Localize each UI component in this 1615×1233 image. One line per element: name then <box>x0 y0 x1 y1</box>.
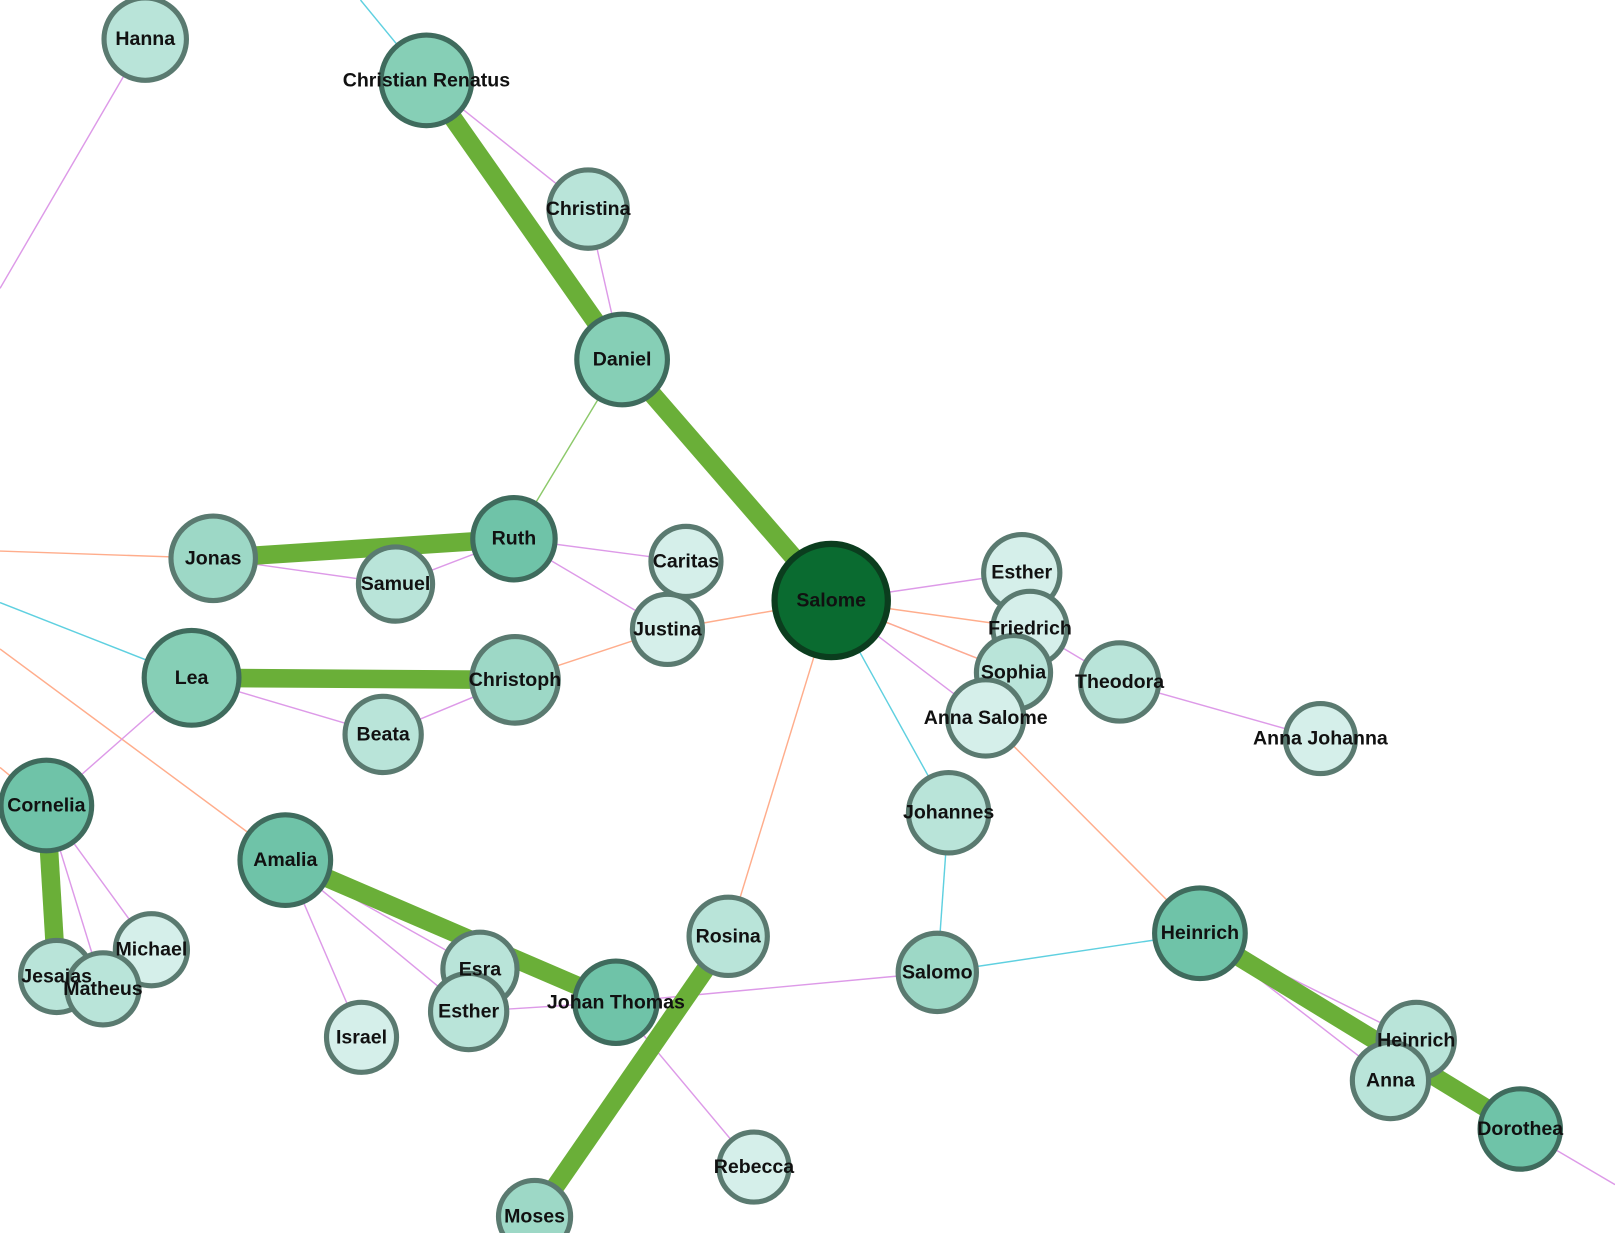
graph-node[interactable] <box>469 634 561 726</box>
graph-node[interactable] <box>905 769 992 856</box>
node-label: Amalia <box>253 849 317 871</box>
node-label: Salome <box>796 590 866 612</box>
node-label: Johan Thomas <box>547 991 685 1013</box>
node-label: Johannes <box>903 802 994 824</box>
node-label: Esther <box>438 1001 499 1023</box>
node-label: Justina <box>633 618 702 640</box>
node-label: Heinrich <box>1161 922 1239 944</box>
node-label: Beata <box>357 723 410 745</box>
node-label: Sophia <box>981 662 1046 684</box>
edge-strong <box>526 931 736 1222</box>
node-label: Anna <box>1366 1070 1415 1092</box>
edge-strong <box>191 668 516 690</box>
graph-node[interactable] <box>355 544 436 624</box>
node-label: Rosina <box>696 925 761 947</box>
graph-node[interactable] <box>629 591 706 667</box>
edge-offscreen <box>0 38 146 289</box>
graph-node[interactable] <box>64 950 142 1028</box>
edge-offscreen <box>0 648 286 861</box>
graph-node[interactable] <box>574 311 670 408</box>
edge-strong <box>281 851 620 1011</box>
node-label: Christian Renatus <box>343 69 511 91</box>
graph-node[interactable] <box>141 627 242 728</box>
graph-node[interactable] <box>1477 1086 1563 1172</box>
edge-strong <box>418 75 630 365</box>
graph-node[interactable] <box>1349 1039 1432 1122</box>
node-label: Matheus <box>63 978 142 1000</box>
graph-node[interactable] <box>378 32 475 129</box>
node-label: Esra <box>459 958 502 980</box>
graph-node[interactable] <box>342 693 424 776</box>
edge-pink <box>615 971 938 1003</box>
node-label: Christoph <box>469 669 561 691</box>
graph-node[interactable] <box>101 0 189 83</box>
graph-node[interactable] <box>323 999 400 1075</box>
graph-node[interactable] <box>168 513 259 604</box>
graph-node[interactable] <box>716 1129 792 1205</box>
graph-node[interactable] <box>648 523 724 599</box>
edge-strong <box>212 529 515 568</box>
graph-node[interactable] <box>1282 700 1359 777</box>
graph-node[interactable] <box>895 930 979 1015</box>
edge-strong <box>1195 925 1526 1137</box>
node-label: Rebecca <box>714 1156 795 1178</box>
node-label: Christina <box>546 198 631 220</box>
node-label: Hanna <box>115 28 175 50</box>
graph-node[interactable] <box>572 958 660 1047</box>
graph-node[interactable] <box>686 894 770 979</box>
edge-orange <box>985 717 1201 934</box>
graph-node[interactable] <box>470 494 558 583</box>
node-label: Moses <box>504 1206 565 1228</box>
node-label: Jonas <box>185 547 242 569</box>
node-layer <box>0 0 1563 1233</box>
graph-node[interactable] <box>0 757 95 854</box>
graph-node[interactable] <box>546 167 630 251</box>
graph-node[interactable] <box>237 812 334 909</box>
node-label: Dorothea <box>1477 1118 1563 1140</box>
node-label: Theodora <box>1075 671 1164 693</box>
node-label: Friedrich <box>988 617 1072 639</box>
node-label: Daniel <box>593 348 652 370</box>
node-label: Heinrich <box>1377 1029 1455 1051</box>
node-label: Cornelia <box>7 795 85 817</box>
graph-node[interactable] <box>1077 640 1162 724</box>
node-label: Ruth <box>492 528 537 550</box>
node-label: Jesaias <box>21 966 92 988</box>
node-label: Samuel <box>361 573 431 595</box>
graph-node[interactable] <box>427 970 510 1053</box>
graph-node[interactable] <box>771 540 891 661</box>
node-label: Caritas <box>653 550 719 572</box>
node-label: Israel <box>336 1026 387 1048</box>
node-label: Salomo <box>902 961 973 983</box>
node-label: Michael <box>116 939 188 961</box>
node-label: Anna Johanna <box>1253 728 1388 750</box>
node-label: Anna Salome <box>924 707 1048 729</box>
node-label: Esther <box>991 562 1052 584</box>
graph-node[interactable] <box>495 1177 574 1233</box>
graph-node[interactable] <box>945 677 1027 759</box>
node-label: Lea <box>175 667 209 689</box>
graph-node[interactable] <box>1152 885 1248 982</box>
